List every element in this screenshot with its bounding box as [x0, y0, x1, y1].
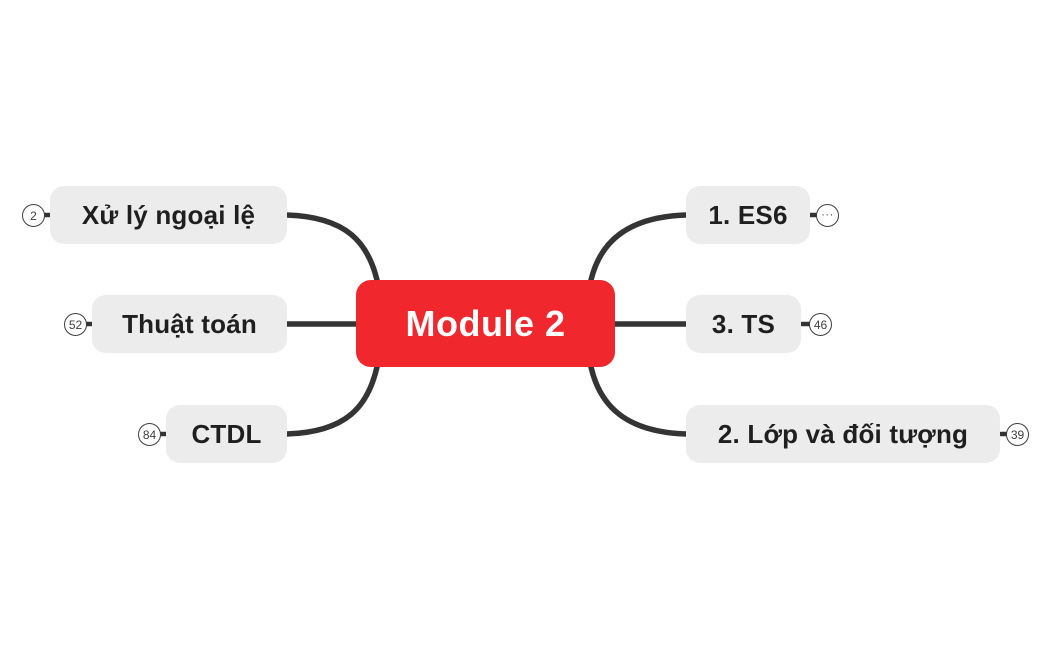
collapse-count-badge[interactable]: 46 — [809, 313, 832, 336]
collapse-ellipsis-badge[interactable]: ··· — [816, 204, 839, 227]
topic-label: 2. Lớp và đối tượng — [717, 418, 969, 449]
root-topic-module-2[interactable]: Module 2 — [356, 280, 615, 367]
topic-ctdl[interactable]: CTDL — [166, 405, 287, 463]
collapse-count-badge[interactable]: 52 — [64, 313, 87, 336]
topic-ts[interactable]: 3. TS — [686, 295, 801, 353]
topic-label: 1. ES6 — [708, 199, 788, 230]
topic-label: 3. TS — [711, 308, 776, 339]
topic-label: Xử lý ngoại lệ — [81, 199, 256, 230]
collapse-count-badge[interactable]: 84 — [138, 423, 161, 446]
topic-es6[interactable]: 1. ES6 — [686, 186, 810, 244]
topic-xu-ly-ngoai-le[interactable]: Xử lý ngoại lệ — [50, 186, 287, 244]
connector-right-bottom — [588, 364, 689, 437]
root-topic-label: Module 2 — [405, 302, 566, 344]
connector-left-top — [284, 212, 380, 283]
topic-label: CTDL — [191, 418, 262, 449]
collapse-count-badge[interactable]: 39 — [1006, 423, 1029, 446]
topic-thuat-toan[interactable]: Thuật toán — [92, 295, 287, 353]
topic-lop-va-doi-tuong[interactable]: 2. Lớp và đối tượng — [686, 405, 1000, 463]
topic-label: Thuật toán — [122, 308, 257, 339]
collapse-count-badge[interactable]: 2 — [22, 204, 45, 227]
connector-right-top — [588, 212, 689, 283]
connector-left-bottom — [284, 364, 380, 437]
